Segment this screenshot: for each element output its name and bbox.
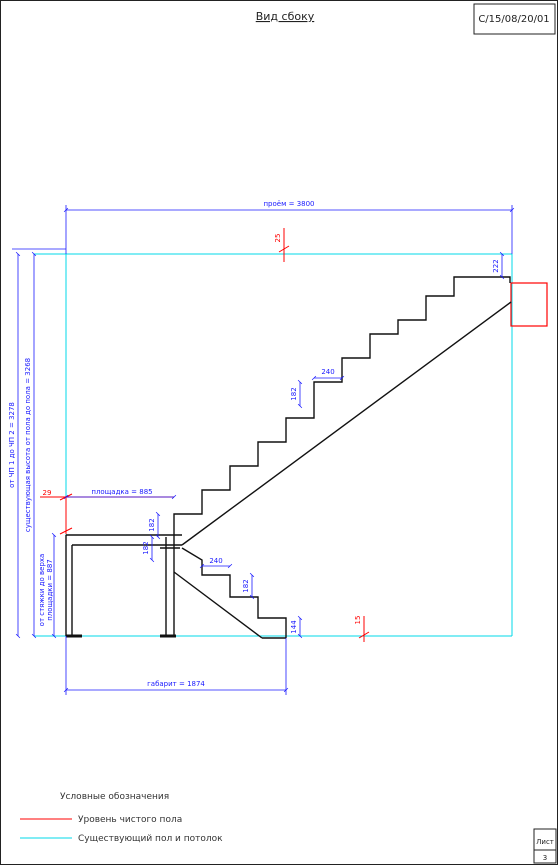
dim-height-existing: существующая высота от пола до пола = 32…: [24, 358, 32, 532]
dim-left-red: 29: [43, 489, 52, 497]
dim-landing-riser-b: 182: [142, 541, 150, 554]
legend-title: Условные обозначения: [60, 792, 169, 802]
dim-riser-lower: 182: [242, 579, 250, 592]
finish-floor-markers: [40, 228, 548, 642]
dim-top-red: 25: [274, 234, 282, 243]
dim-tread-lower: 240: [209, 557, 222, 565]
legend-label-existing: Существующий пол и потолок: [78, 834, 223, 844]
sheet-label: Лист: [536, 838, 554, 846]
dim-landing-width: площадка = 885: [91, 488, 152, 496]
stair-structure: [65, 276, 512, 639]
drawing-code: С/15/08/20/01: [478, 14, 549, 25]
existing-floor-ceiling: [34, 253, 513, 637]
sheet-number: 3: [543, 854, 547, 862]
dim-overall: габарит = 1874: [147, 680, 205, 688]
dim-tread-upper: 240: [321, 368, 334, 376]
dim-landing-height-line1: от стяжки до верха: [38, 554, 46, 627]
dim-opening: проём = 3800: [263, 200, 314, 208]
page-title: Вид сбоку: [256, 10, 315, 23]
dim-bottom-step: 144: [290, 620, 298, 634]
dimension-lines: [12, 205, 515, 695]
dim-height-floor-to-floor: от ЧП 1 до ЧП 2 = 3278: [8, 402, 16, 488]
sheet-box: [533, 828, 557, 864]
dim-landing-height-line2: площадки = 887: [46, 559, 54, 621]
legend-label-finish-floor: Уровень чистого пола: [78, 815, 182, 825]
dim-riser-upper: 182: [290, 387, 298, 400]
dim-landing-riser-a: 182: [148, 518, 156, 531]
dim-floor-red: 15: [354, 616, 362, 625]
drawing-code-box: [473, 3, 556, 35]
dim-top-step: 222: [492, 259, 500, 272]
upper-floor-slab: [510, 282, 548, 327]
